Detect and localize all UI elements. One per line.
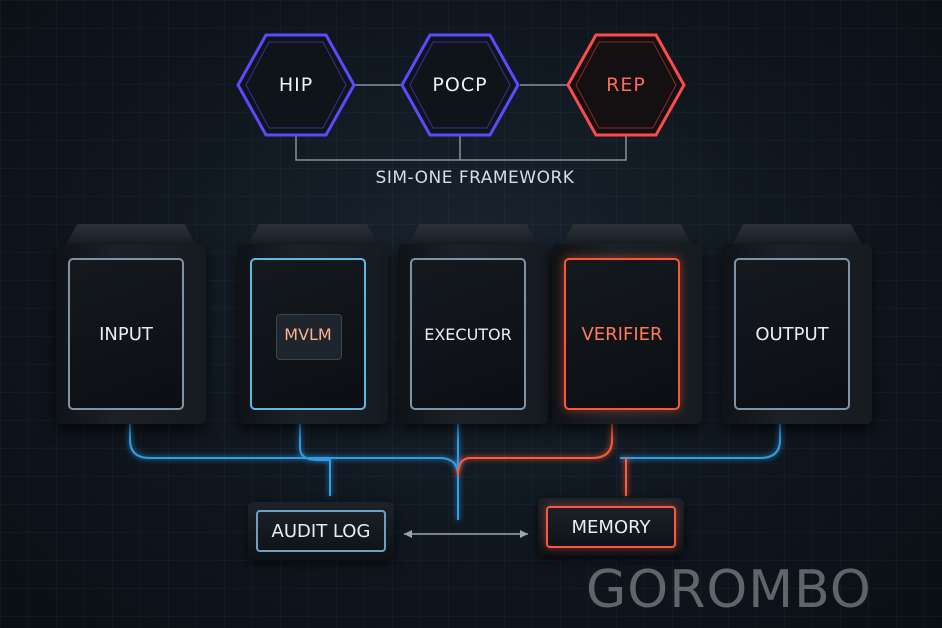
block-executor[interactable]: EXECUTOR bbox=[398, 224, 548, 424]
protocol-rep[interactable]: REP bbox=[566, 33, 686, 137]
block-input-label: INPUT bbox=[99, 323, 153, 345]
protocol-hip[interactable]: HIP bbox=[236, 33, 356, 137]
protocol-hip-label: HIP bbox=[278, 74, 314, 96]
trace-merge-right bbox=[457, 457, 471, 477]
trace-merge-left bbox=[439, 457, 459, 477]
arrow-left-head bbox=[404, 530, 412, 538]
chip-icon bbox=[276, 314, 342, 360]
audit-log-box[interactable]: AUDIT LOG bbox=[248, 502, 394, 560]
protocol-rep-label: REP bbox=[606, 74, 646, 96]
trace-output bbox=[620, 416, 781, 459]
block-output[interactable]: OUTPUT bbox=[722, 224, 872, 424]
trace-verifier bbox=[470, 416, 613, 459]
block-verifier-label: VERIFIER bbox=[581, 323, 663, 345]
framework-bracket bbox=[295, 136, 627, 161]
arrow-right-head bbox=[520, 530, 528, 538]
trace-mvlm bbox=[299, 416, 331, 496]
block-input[interactable]: INPUT bbox=[56, 224, 206, 424]
block-verifier[interactable]: VERIFIER bbox=[552, 224, 702, 424]
watermark: GOROMBO bbox=[586, 560, 872, 620]
memory-label: MEMORY bbox=[546, 506, 676, 548]
protocol-pocp[interactable]: POCP bbox=[400, 33, 520, 137]
memory-box[interactable]: MEMORY bbox=[538, 498, 684, 556]
framework-title: SIM-ONE FRAMEWORK bbox=[375, 168, 575, 188]
block-mvlm-label: MVLM bbox=[284, 324, 332, 344]
block-executor-label: EXECUTOR bbox=[424, 324, 512, 344]
protocol-pocp-label: POCP bbox=[432, 74, 488, 96]
trace-input bbox=[129, 416, 440, 459]
audit-log-label: AUDIT LOG bbox=[256, 510, 386, 552]
block-mvlm[interactable]: MVLM bbox=[238, 224, 388, 424]
block-output-label: OUTPUT bbox=[755, 323, 829, 345]
